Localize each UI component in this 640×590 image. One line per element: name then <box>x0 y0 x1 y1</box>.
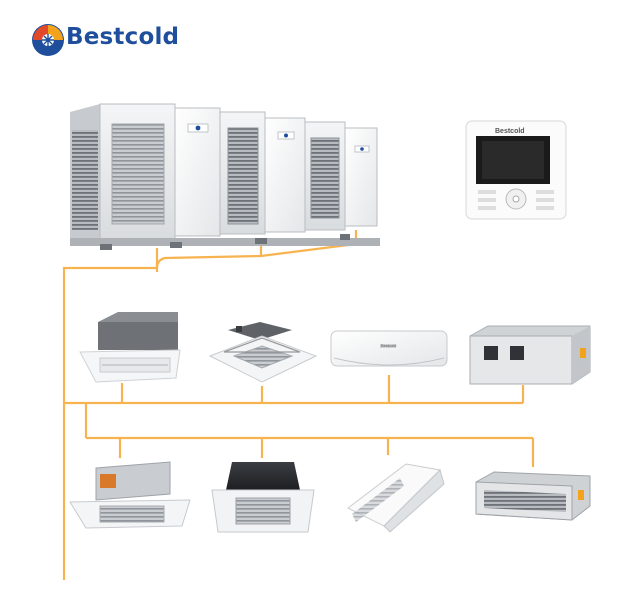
wall-split-label: Bestcold <box>381 343 396 348</box>
vrf-outdoor-unit-icon <box>70 103 380 250</box>
floor-ceiling-unit-icon <box>347 463 445 533</box>
ceiling-cassette-4way-black-icon <box>211 462 315 533</box>
bestcold-logo-icon <box>32 24 64 56</box>
controller-brand-label: Bestcold <box>495 128 525 135</box>
brand-logo <box>30 22 200 62</box>
brand-name: Bestcold <box>66 24 180 50</box>
ceiling-cassette-4way-icon <box>208 322 318 383</box>
wired-controller-icon: Bestcold <box>465 120 567 220</box>
ceiling-cassette-2way-icon <box>69 461 191 529</box>
wall-split-icon: Bestcold <box>330 330 448 367</box>
refrigerant-piping <box>62 230 535 580</box>
slim-duct-icon <box>475 471 591 521</box>
high-pressure-duct-icon <box>469 325 591 385</box>
ceiling-cassette-1way-icon <box>79 312 181 383</box>
